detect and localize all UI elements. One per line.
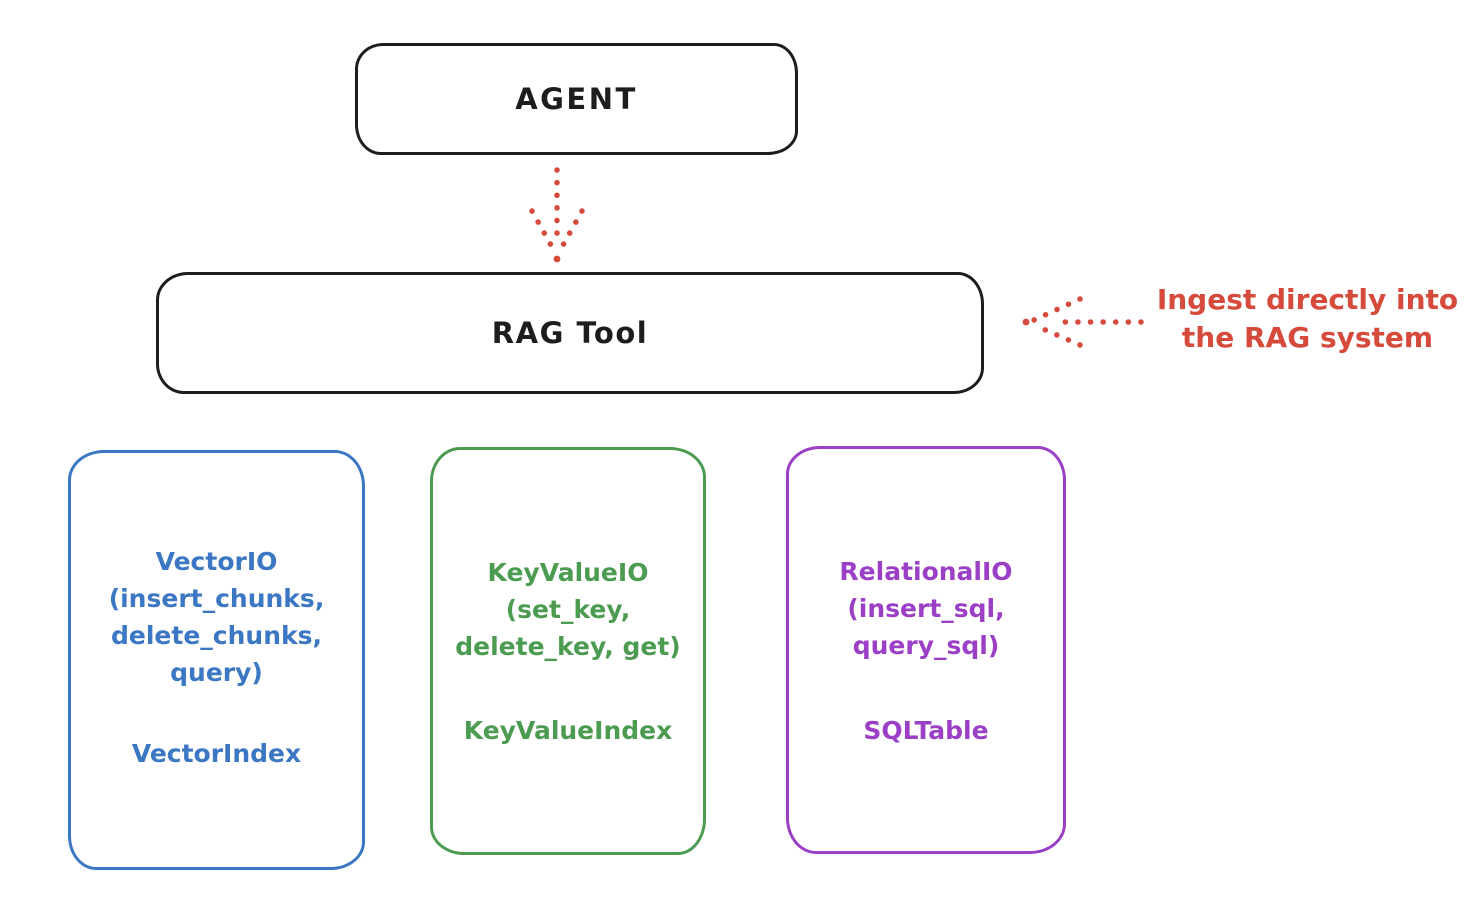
agent-node: AGENT — [355, 43, 798, 155]
vector-index-label: VectorIndex — [131, 739, 302, 768]
io-line: query_sql) — [852, 631, 1000, 660]
arrowhead-tip-dot — [553, 255, 561, 263]
sql-table-label: SQLTable — [863, 716, 989, 745]
io-line: RelationalIO — [839, 557, 1013, 586]
io-line: (set_key, — [505, 595, 631, 624]
io-line: delete_key, get) — [455, 632, 681, 661]
io-line: (insert_chunks, — [108, 584, 325, 613]
io-line: KeyValueIO — [487, 558, 649, 587]
vector-io-interface-label: VectorIO (insert_chunks, delete_chunks, … — [71, 543, 362, 691]
ingest-annotation-line-2: the RAG system — [1181, 321, 1434, 354]
ingest-arrow — [1022, 296, 1144, 348]
io-line: query) — [170, 658, 263, 687]
io-line: VectorIO — [155, 547, 278, 576]
agent-label: AGENT — [515, 82, 638, 116]
keyvalue-io-interface-label: KeyValueIO (set_key, delete_key, get) — [433, 554, 703, 665]
rag-tool-label: RAG Tool — [491, 316, 649, 350]
arrowhead-tip-dot — [1022, 318, 1030, 326]
io-line: delete_chunks, — [111, 621, 322, 650]
ingest-annotation: Ingest directly into the RAG system — [1135, 281, 1480, 357]
agent-to-rag-arrow — [529, 167, 585, 263]
ingest-annotation-line-1: Ingest directly into — [1156, 283, 1459, 316]
relational-io-box: RelationalIO (insert_sql, query_sql) SQL… — [786, 446, 1066, 854]
relational-io-interface-label: RelationalIO (insert_sql, query_sql) — [789, 553, 1063, 664]
io-line: (insert_sql, — [847, 594, 1005, 623]
keyvalue-io-box: KeyValueIO (set_key, delete_key, get) Ke… — [430, 447, 706, 855]
keyvalue-index-label: KeyValueIndex — [463, 716, 673, 745]
rag-tool-node: RAG Tool — [156, 272, 984, 394]
vector-io-box: VectorIO (insert_chunks, delete_chunks, … — [68, 450, 365, 870]
